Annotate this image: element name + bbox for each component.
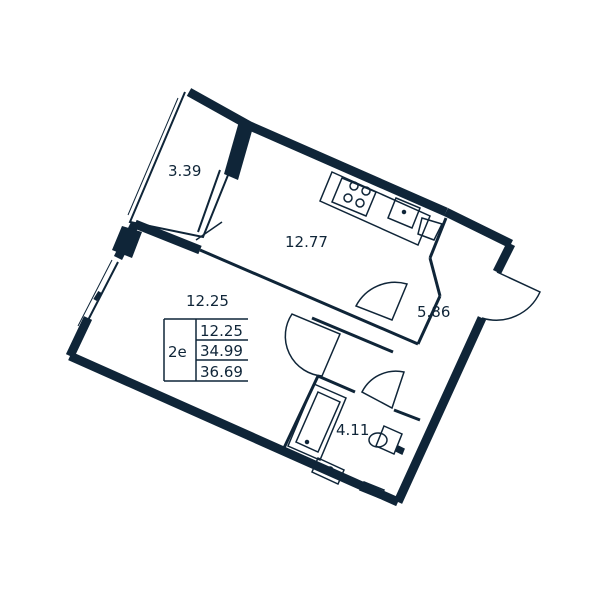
entrance-door-swing [481, 271, 541, 321]
bedroom-door-swing [284, 313, 341, 377]
stove [331, 177, 377, 217]
toilet [368, 424, 405, 456]
bathroom-area-label: 4.11 [336, 421, 369, 439]
bathroom-cabinet [358, 481, 386, 499]
wall-block-balcony [224, 118, 254, 180]
balcony-rail [127, 97, 179, 216]
bathroom-door-swing [360, 370, 405, 410]
living-area-value: 12.25 [200, 322, 243, 340]
interior-walls [199, 217, 448, 449]
bedroom-window [83, 261, 119, 329]
kitchen-area-label: 12.77 [285, 233, 328, 251]
balcony-window-glass [197, 169, 221, 233]
area-info-box [163, 318, 248, 382]
total-area-value: 34.99 [200, 342, 243, 360]
kitchen-appliance [417, 217, 444, 241]
hall-area-label: 5.86 [417, 303, 450, 321]
balcony-area-label: 3.39 [168, 162, 201, 180]
bedroom-area-label: 12.25 [186, 292, 229, 310]
kitchen-sink [387, 197, 421, 229]
kitchen-door-swing [354, 281, 409, 321]
balcony-door-leaf [195, 221, 223, 241]
wall-block-bedroom [112, 226, 142, 258]
apartment-type-code: 2e [168, 343, 187, 361]
plan-structure [65, 88, 541, 507]
total-area-with-balcony-value: 36.69 [200, 363, 243, 381]
window-sill [93, 290, 102, 302]
kitchen-counter [319, 170, 431, 247]
balcony-outline [128, 91, 248, 239]
washbasin [311, 456, 345, 486]
bathtub [287, 383, 347, 461]
